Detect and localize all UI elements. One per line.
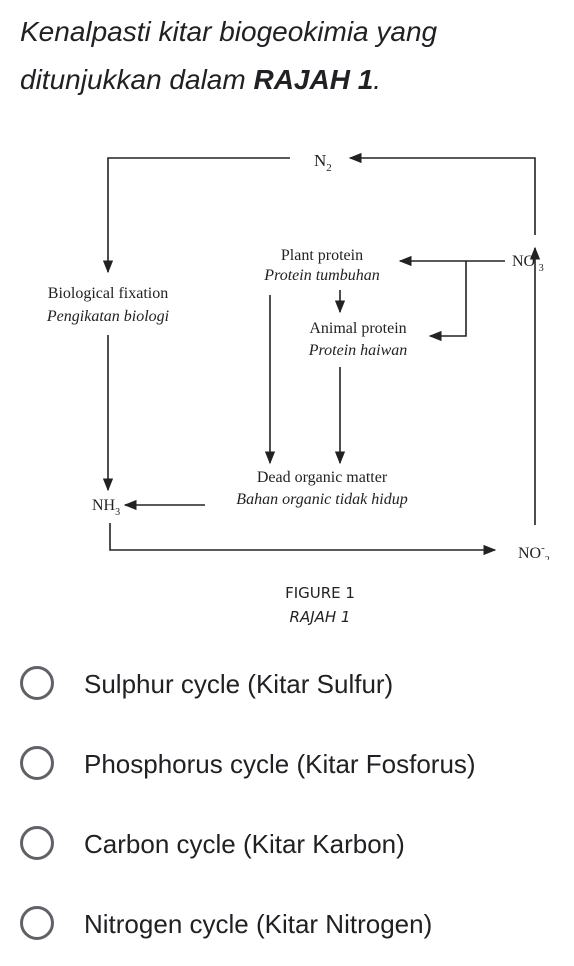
question-text-part: Kenalpasti kitar biogeokimia yang ditunj…	[20, 16, 438, 95]
radio-button[interactable]	[20, 666, 54, 700]
arrow-no3-to-n2	[348, 152, 536, 235]
label-fixation-ms: Pengikatan biologi	[46, 308, 169, 325]
label-fixation-en: Biological fixation	[48, 285, 168, 302]
question-emphasis: RAJAH 1	[253, 64, 374, 95]
label-no3: NO-3	[512, 250, 544, 274]
nitrogen-cycle-diagram: N2 NO-3 Plant protein Protein tumbuhan B…	[0, 130, 574, 560]
arrow-no3-to-animal-protein	[428, 261, 467, 342]
label-animal-protein-ms: Protein haiwan	[308, 342, 408, 359]
label-nh3: NH3	[92, 497, 120, 518]
label-animal-protein-en: Animal protein	[309, 320, 406, 337]
label-no2: NO-2	[518, 542, 550, 560]
label-n2: N2	[314, 151, 332, 174]
arrow-n2-to-fixation	[102, 157, 290, 274]
option-label: Sulphur cycle (Kitar Sulfur)	[84, 669, 394, 699]
radio-button[interactable]	[20, 746, 54, 780]
option-carbon[interactable]: Carbon cycle (Kitar Karbon)	[20, 820, 560, 870]
label-dead-matter-ms: Bahan organic tidak hidup	[236, 491, 407, 508]
option-label: Phosphorus cycle (Kitar Fosforus)	[84, 749, 476, 779]
option-nitrogen[interactable]: Nitrogen cycle (Kitar Nitrogen)	[20, 900, 560, 950]
question-text-end: .	[373, 64, 382, 95]
label-plant-protein-en: Plant protein	[281, 247, 363, 264]
question-text: Kenalpasti kitar biogeokimia yang ditunj…	[20, 8, 560, 104]
figure-caption-ms: RAJAH 1	[289, 608, 351, 626]
label-plant-protein-ms: Protein tumbuhan	[263, 267, 379, 284]
label-dead-matter-en: Dead organic matter	[257, 469, 388, 486]
option-label: Carbon cycle (Kitar Karbon)	[84, 829, 405, 859]
figure-caption-en: FIGURE 1	[285, 584, 355, 602]
radio-button[interactable]	[20, 906, 54, 940]
arrow-nh3-to-no2	[109, 523, 497, 556]
option-sulphur[interactable]: Sulphur cycle (Kitar Sulfur)	[20, 660, 560, 710]
option-phosphorus[interactable]: Phosphorus cycle (Kitar Fosforus)	[20, 740, 560, 790]
radio-button[interactable]	[20, 826, 54, 860]
option-label: Nitrogen cycle (Kitar Nitrogen)	[84, 909, 433, 939]
